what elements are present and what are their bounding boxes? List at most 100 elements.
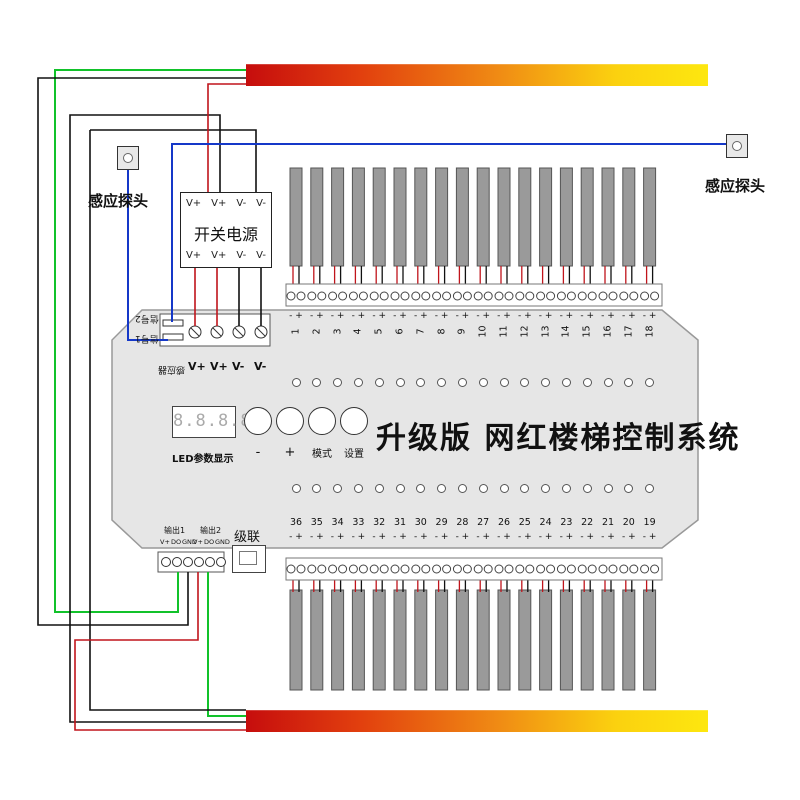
channel-number: 8	[436, 328, 448, 335]
blue-wire-right-sensor	[171, 143, 726, 322]
indicator-led	[478, 484, 488, 493]
channel-polarity: - +	[330, 311, 345, 321]
channel-number: 34	[331, 517, 344, 528]
channel-number: 18	[644, 325, 656, 338]
channel-polarity: - +	[642, 532, 657, 542]
channel-polarity: - +	[497, 311, 511, 321]
channel-polarity: - +	[559, 532, 574, 542]
channel-number: 6	[394, 328, 406, 335]
indicator-led	[457, 378, 467, 387]
channel-number: 25	[518, 517, 531, 528]
indicator-led	[333, 484, 343, 493]
indicator-led	[645, 484, 655, 493]
mode-button[interactable]	[308, 407, 336, 435]
input-terminal-label: V-	[254, 360, 267, 373]
led-bar-top	[539, 167, 553, 267]
led-strip-top	[246, 64, 708, 86]
indicator-led	[333, 378, 343, 387]
channel-polarity: - +	[351, 532, 366, 542]
channel-number: 2	[311, 328, 323, 335]
indicator-led	[603, 484, 613, 493]
indicator-led	[353, 378, 363, 387]
sensor-right-icon	[726, 134, 748, 158]
led-bar-bottom	[331, 589, 345, 691]
black-wire-2	[89, 130, 246, 711]
channel-polarity: - +	[372, 311, 387, 321]
input-terminal-label: V+	[210, 360, 228, 373]
red-wire-top	[207, 83, 246, 192]
mode-button-label: 模式	[312, 449, 332, 460]
indicator-led	[624, 484, 634, 493]
channel-polarity: - +	[476, 532, 491, 542]
channel-number: 19	[643, 517, 656, 528]
indicator-led	[520, 378, 530, 387]
plus-button[interactable]	[276, 407, 304, 435]
channel-polarity: - +	[538, 532, 553, 542]
channel-number: 7	[415, 328, 427, 335]
led-bar-bottom	[497, 589, 511, 691]
black-wire-top	[37, 77, 246, 626]
blue-wire-left-sensor	[127, 170, 168, 341]
settings-button[interactable]	[340, 407, 368, 435]
psu-terminal-label: V+	[211, 250, 227, 261]
led-bar-top	[289, 167, 303, 267]
channel-polarity: - +	[476, 311, 491, 321]
channel-polarity: - +	[455, 532, 470, 542]
channel-polarity: - +	[434, 311, 449, 321]
channel-polarity: - +	[601, 311, 615, 321]
channel-number: 21	[601, 517, 615, 528]
led-bar-top	[497, 167, 511, 267]
channel-polarity: - +	[393, 532, 407, 542]
black-psu	[90, 129, 257, 192]
channel-polarity: - +	[517, 532, 532, 542]
indicator-led	[416, 378, 426, 387]
indicator-led	[645, 378, 655, 387]
led-bar-top	[310, 167, 324, 267]
channel-number: 23	[560, 517, 573, 528]
switching-power-supply: V+V+V-V- 开关电源 V+V+V-V-	[180, 192, 272, 268]
led-bar-bottom	[351, 589, 365, 691]
indicator-led	[395, 378, 405, 387]
channel-number: 31	[393, 517, 407, 528]
channel-number: 20	[622, 517, 635, 528]
channel-polarity: - +	[289, 311, 303, 321]
indicator-led	[416, 484, 426, 493]
channel-number: 3	[332, 328, 344, 335]
channel-number: 12	[519, 325, 531, 338]
channel-number: 30	[414, 517, 427, 528]
indicator-led	[353, 484, 363, 493]
led-bar-top	[414, 167, 428, 267]
indicator-led	[541, 484, 551, 493]
channel-polarity: - +	[289, 532, 303, 542]
led-bar-bottom	[435, 589, 449, 691]
led-bar-bottom	[393, 589, 407, 691]
output-pin-label: V+	[160, 538, 170, 546]
channel-number: 9	[456, 328, 468, 335]
indicator-led	[561, 378, 571, 387]
channel-polarity: - +	[330, 532, 345, 542]
channel-polarity: - +	[309, 311, 324, 321]
channel-polarity: - +	[621, 311, 636, 321]
led-bar-top	[622, 167, 636, 267]
output-pin-label: GND	[182, 538, 197, 546]
led-bar-bottom	[643, 589, 657, 691]
led-bar-bottom	[580, 589, 594, 691]
channel-polarity: - +	[351, 311, 366, 321]
cascade-label: 级联	[234, 530, 261, 545]
output-pin-label: DO	[171, 538, 182, 546]
output-pin-label: DO	[204, 538, 215, 546]
led-bar-top	[455, 167, 469, 267]
input-terminal-label: V-	[232, 360, 245, 373]
channel-polarity: - +	[601, 532, 615, 542]
cascade-port[interactable]	[232, 545, 266, 573]
channel-number: 22	[581, 517, 594, 528]
led-bar-bottom	[289, 589, 303, 691]
channel-polarity: - +	[497, 532, 511, 542]
led-bar-top	[559, 167, 573, 267]
psu-terminal-label: V+	[211, 198, 227, 209]
led-bar-bottom	[455, 589, 469, 691]
minus-button[interactable]	[244, 407, 272, 435]
channel-polarity: - +	[559, 311, 574, 321]
psu-terminal-label: V-	[236, 250, 247, 261]
